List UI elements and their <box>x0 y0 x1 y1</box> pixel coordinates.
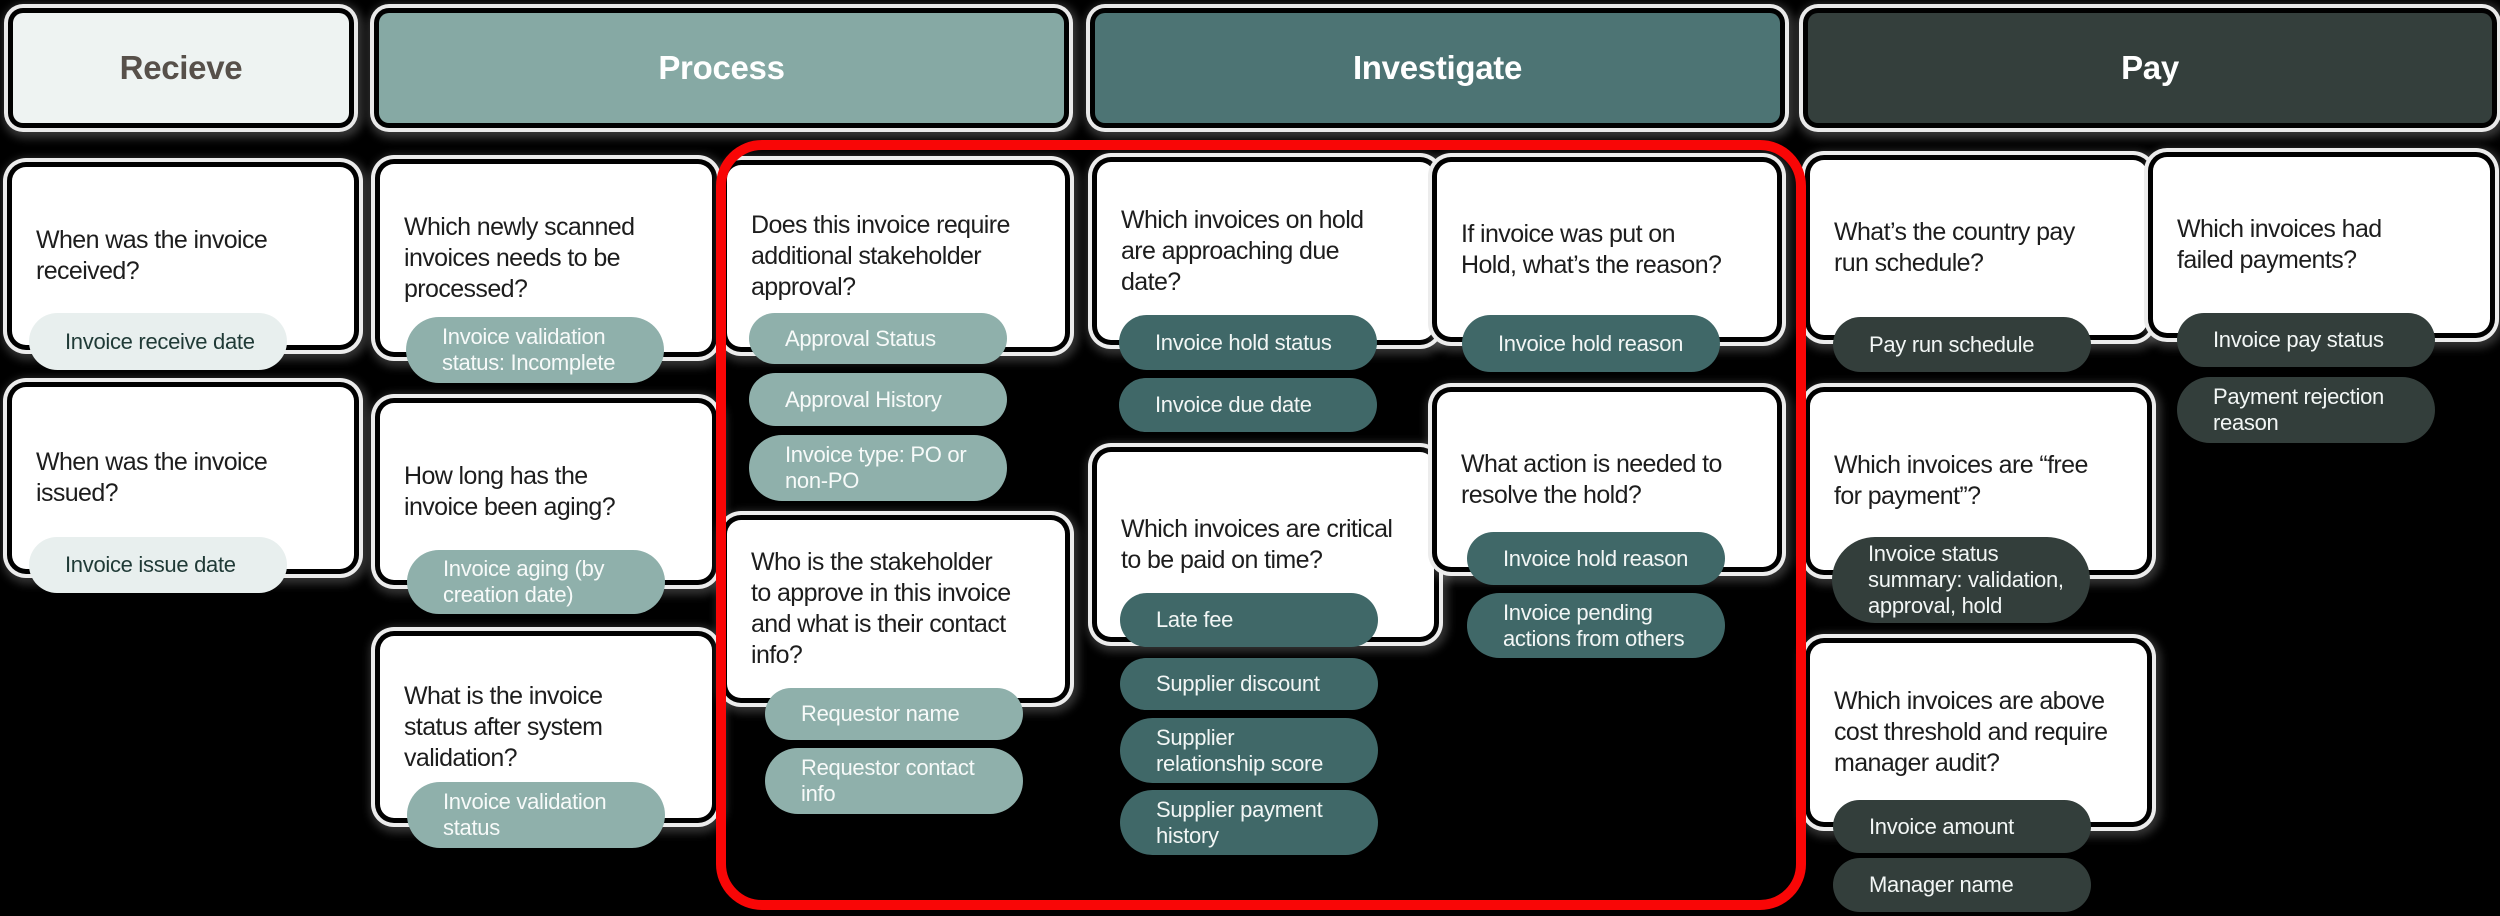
pill-label: Requestor contact info <box>801 755 975 806</box>
column-header-label: Recieve <box>119 49 243 86</box>
column-header-investigate: Investigate <box>1095 13 1780 123</box>
card-question: When was the invoice issued? <box>36 448 268 507</box>
attribute-pill: Requestor name <box>765 688 1023 740</box>
card-hold-reason: If invoice was put on Hold, what’s the r… <box>1437 162 1777 372</box>
card-newly-scanned: Which newly scanned invoices needs to be… <box>380 164 712 383</box>
pill-label: Manager name <box>1869 872 2014 897</box>
card-failed-payments: Which invoices had failed payments? Invo… <box>2153 157 2490 443</box>
pill-label: Invoice type: PO or non-PO <box>785 442 967 493</box>
card-question: Which invoices had failed payments? <box>2177 215 2382 274</box>
pill-label: Supplier discount <box>1156 671 1320 696</box>
card-stakeholder-contact: Who is the stakeholder to approve in thi… <box>727 520 1065 814</box>
attribute-pill: Invoice hold status <box>1119 315 1377 370</box>
card-question: Which invoices are above cost threshold … <box>1834 687 2108 777</box>
column-header-label: Process <box>658 49 785 86</box>
attribute-pill: Supplier payment history <box>1120 790 1378 855</box>
card-question: What’s the country pay run schedule? <box>1834 217 2075 277</box>
card-question: Which newly scanned invoices needs to be… <box>404 212 635 303</box>
pill-label: Invoice issue date <box>65 552 236 577</box>
card-hold-due-date: Which invoices on hold are approaching d… <box>1097 162 1434 432</box>
attribute-pill: Invoice validation status <box>407 782 665 848</box>
attribute-pill: Payment rejection reason <box>2177 377 2435 443</box>
card-invoice-issued: When was the invoice issued? Invoice iss… <box>12 387 354 593</box>
card-status-after-validation: What is the invoice status after system … <box>380 636 712 848</box>
card-invoice-received: When was the invoice received? Invoice r… <box>12 167 354 370</box>
pill-label: Invoice receive date <box>65 328 255 354</box>
card-question: Who is the stakeholder to approve in thi… <box>751 548 1011 669</box>
pill-label: Invoice pending actions from others <box>1503 599 1685 651</box>
column-header-process: Process <box>379 13 1064 123</box>
pill-label: Invoice pay status <box>2213 327 2384 352</box>
attribute-pill: Invoice status summary: validation, appr… <box>1832 537 2090 623</box>
attribute-pill: Invoice pending actions from others <box>1467 593 1725 658</box>
card-pay-run-schedule: What’s the country pay run schedule? Pay… <box>1810 160 2147 372</box>
pill-label: Invoice validation status <box>443 789 607 840</box>
pill-label: Supplier relationship score <box>1156 724 1324 776</box>
attribute-pill: Invoice hold reason <box>1462 315 1720 372</box>
attribute-pill: Late fee <box>1120 593 1378 647</box>
pill-label: Invoice hold reason <box>1503 545 1689 571</box>
card-question: If invoice was put on Hold, what’s the r… <box>1461 219 1722 279</box>
attribute-pill: Invoice hold reason <box>1467 532 1725 585</box>
card-invoice-aging: How long has the invoice been aging? Inv… <box>380 403 712 614</box>
card-question: How long has the invoice been aging? <box>404 461 616 521</box>
attribute-pill: Manager name <box>1833 858 2091 912</box>
attribute-pill: Approval Status <box>749 313 1007 364</box>
card-question: Which invoices are “free for payment”? <box>1834 451 2088 510</box>
card-question: What action is needed to resolve the hol… <box>1461 449 1722 509</box>
column-header-label: Investigate <box>1352 49 1523 86</box>
card-free-for-payment: Which invoices are “free for payment”? I… <box>1810 392 2147 623</box>
pill-label: Invoice hold status <box>1155 329 1332 355</box>
pill-label: Invoice hold reason <box>1498 330 1684 356</box>
attribute-pill: Supplier discount <box>1120 658 1378 710</box>
attribute-pill: Invoice pay status <box>2177 313 2435 367</box>
card-resolve-hold: What action is needed to resolve the hol… <box>1437 392 1777 658</box>
pill-label: Approval Status <box>785 325 936 351</box>
attribute-pill: Invoice issue date <box>29 537 287 593</box>
card-critical-invoices: Which invoices are critical to be paid o… <box>1097 452 1434 855</box>
card-cost-threshold-audit: Which invoices are above cost threshold … <box>1810 643 2147 912</box>
pill-label: Invoice amount <box>1869 813 2014 839</box>
attribute-pill: Invoice type: PO or non-PO <box>749 435 1007 501</box>
pill-label: Invoice status summary: validation, appr… <box>1868 541 2064 618</box>
column-header-pay: Pay <box>1808 13 2492 123</box>
attribute-pill: Approval History <box>749 373 1007 426</box>
pill-label: Late fee <box>1156 607 1234 632</box>
attribute-pill: Supplier relationship score <box>1120 718 1378 783</box>
pill-label: Payment rejection reason <box>2213 384 2384 435</box>
pill-label: Requestor name <box>801 701 960 726</box>
pill-label: Approval History <box>785 386 942 412</box>
card-stakeholder-approval: Does this invoice require additional sta… <box>727 165 1065 501</box>
column-header-receive: Recieve <box>13 13 349 123</box>
card-question: Does this invoice require additional sta… <box>751 210 1010 301</box>
attribute-pill: Invoice validation status: Incomplete <box>406 317 664 383</box>
attribute-pill: Requestor contact info <box>765 748 1023 814</box>
attribute-pill: Invoice aging (by creation date) <box>407 550 665 614</box>
card-question: When was the invoice received? <box>36 226 268 285</box>
column-header-label: Pay <box>2121 49 2179 86</box>
pill-label: Invoice validation status: Incomplete <box>442 324 616 375</box>
card-question: Which invoices on hold are approaching d… <box>1121 205 1364 296</box>
attribute-pill: Invoice amount <box>1833 800 2091 853</box>
attribute-pill: Invoice due date <box>1119 378 1377 432</box>
pill-label: Invoice due date <box>1155 392 1312 417</box>
attribute-pill: Pay run schedule <box>1833 317 2091 372</box>
card-question: What is the invoice status after system … <box>404 681 603 772</box>
pill-label: Pay run schedule <box>1869 331 2035 357</box>
card-question: Which invoices are critical to be paid o… <box>1121 514 1393 574</box>
pill-label: Invoice aging (by creation date) <box>443 556 605 607</box>
pill-label: Supplier payment history <box>1156 796 1323 848</box>
attribute-pill: Invoice receive date <box>29 313 287 370</box>
